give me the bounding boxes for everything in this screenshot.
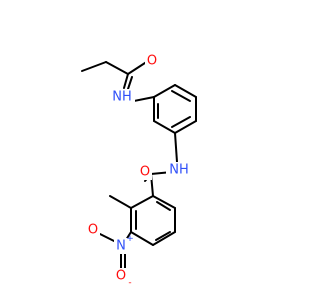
charge-plus: + bbox=[126, 234, 134, 244]
bond-19 bbox=[130, 195, 154, 209]
bond-6 bbox=[153, 84, 176, 98]
atom-nitro-o-side: O bbox=[88, 223, 98, 238]
bond-3 bbox=[123, 73, 129, 89]
bond-7 bbox=[174, 84, 197, 98]
atom-nh-middle: NH bbox=[169, 163, 189, 178]
molecule-structure: O NH NH O N + O O - bbox=[81, 53, 197, 288]
bond-0 bbox=[81, 61, 107, 72]
bond-10 bbox=[153, 120, 176, 134]
atom-o-middle: O bbox=[140, 165, 150, 180]
bond-21 bbox=[130, 231, 154, 246]
bond-4 bbox=[127, 76, 133, 90]
bond-28 bbox=[109, 195, 132, 209]
bond-2 bbox=[127, 60, 149, 75]
atom-nitro-o-down: O bbox=[116, 269, 126, 284]
atom-nitro-n: N bbox=[116, 239, 126, 254]
atom-label-layer: O NH NH O N + O O - bbox=[86, 53, 192, 288]
bond-1 bbox=[105, 61, 129, 75]
atom-nh-top: NH bbox=[112, 90, 132, 105]
bond-12 bbox=[171, 90, 191, 102]
charge-minus: - bbox=[128, 278, 131, 288]
bond-15 bbox=[174, 132, 178, 163]
bond-22 bbox=[152, 231, 176, 246]
bond-27 bbox=[156, 201, 171, 211]
bond-9 bbox=[174, 120, 197, 134]
bond-13 bbox=[171, 116, 191, 128]
bond-24 bbox=[152, 195, 176, 209]
bond-26 bbox=[155, 231, 171, 241]
atom-o-top: O bbox=[147, 54, 157, 69]
